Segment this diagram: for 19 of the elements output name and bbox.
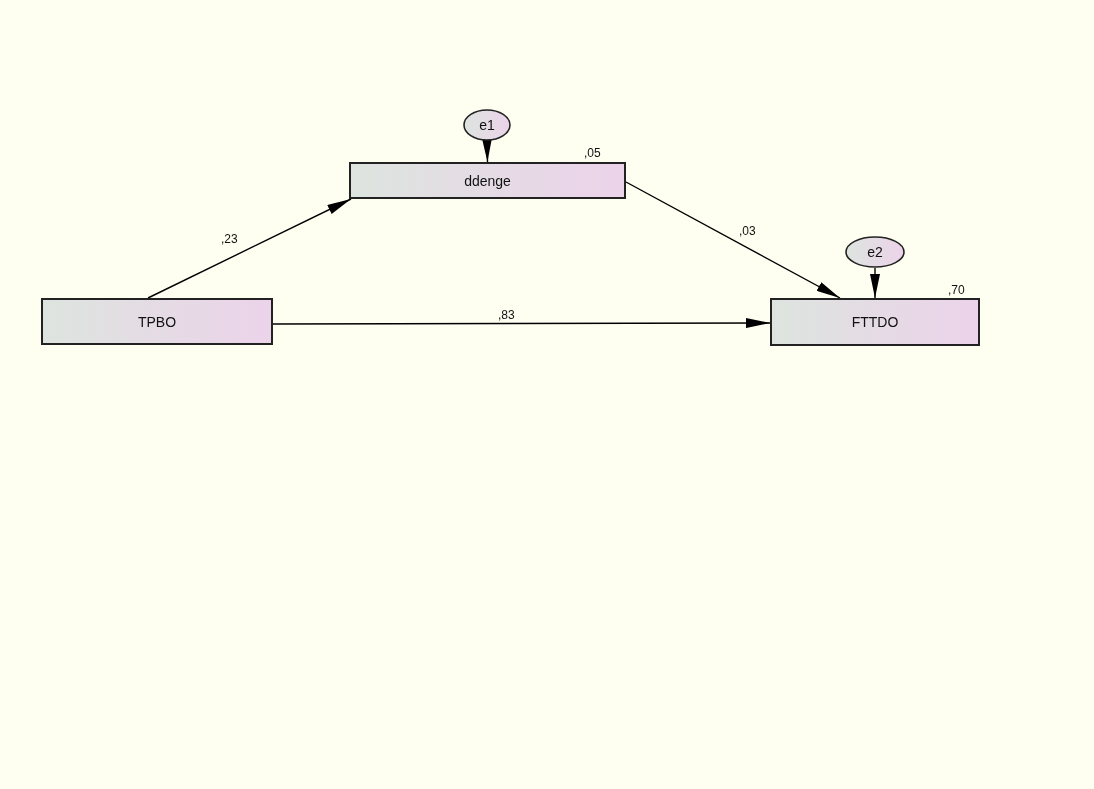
r-squared-value: ,05: [584, 146, 601, 160]
arrow: [147, 198, 352, 299]
arrow: [272, 318, 771, 329]
variable-name: e1: [479, 117, 495, 133]
edge-label: ,23: [220, 233, 239, 246]
edge-label: ,83: [497, 309, 516, 322]
error-term-ellipse: [463, 109, 511, 141]
error-term-ellipse: [845, 236, 905, 268]
variable-name: ddenge: [464, 172, 511, 189]
variable-name: FTTDO: [851, 314, 899, 330]
r-squared-value: ,70: [948, 283, 965, 297]
variable-box: [41, 298, 273, 345]
variable-name: TPBO: [137, 313, 177, 330]
edge-label: ,03: [738, 225, 757, 238]
variable-name: e2: [867, 244, 883, 260]
arrow: [870, 267, 880, 299]
variable-box: [349, 162, 626, 199]
arrow: [625, 181, 841, 299]
variable-box: [770, 298, 980, 346]
